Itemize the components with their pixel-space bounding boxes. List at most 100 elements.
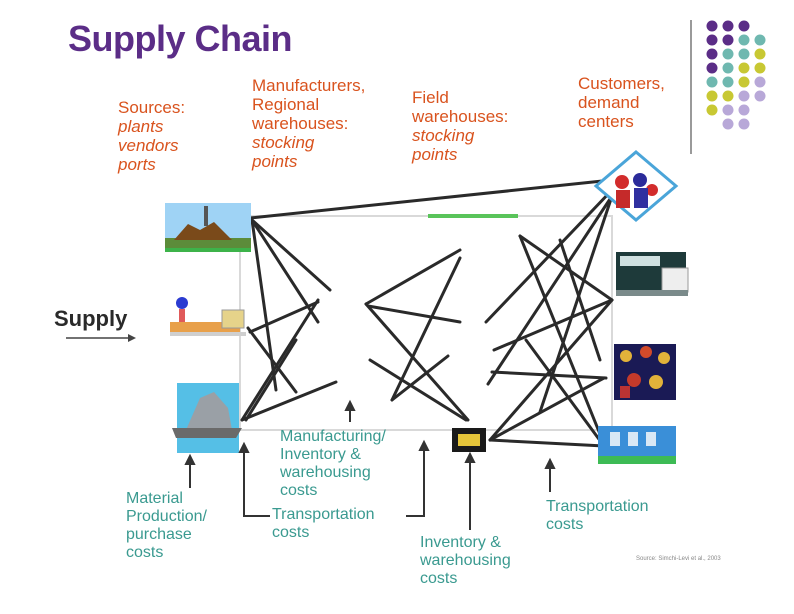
stage-sources-line2: plants xyxy=(118,117,164,136)
slide-title: Supply Chain xyxy=(68,18,293,59)
decorative-dot xyxy=(722,118,734,130)
decorative-dot xyxy=(738,118,750,130)
link-10 xyxy=(364,302,470,422)
link-factory-customers xyxy=(248,178,614,220)
link-11 xyxy=(366,304,462,324)
link-16 xyxy=(486,194,614,386)
decorative-dot xyxy=(754,48,766,60)
decorative-dot xyxy=(722,76,734,88)
link-25 xyxy=(538,194,614,414)
stage-label-customers: Customers, demand centers xyxy=(578,74,665,131)
decorative-dot xyxy=(754,62,766,74)
arrow-transport-left xyxy=(243,450,270,517)
link-4 xyxy=(248,300,320,334)
divider-line xyxy=(690,20,692,154)
stage-field-line3: stocking xyxy=(412,126,475,145)
decorative-dot xyxy=(754,34,766,46)
cost-transport-right-line2: costs xyxy=(546,516,584,533)
stage-sources-line3: vendors xyxy=(118,136,179,155)
train-icon xyxy=(616,252,689,296)
stage-manufacturers-line1: Manufacturers, xyxy=(252,76,366,95)
decorative-dot xyxy=(706,104,718,116)
store-icon xyxy=(598,426,676,464)
cost-manufacturing-line2: Inventory & xyxy=(280,446,361,463)
decorative-dot xyxy=(738,48,750,60)
decorative-dot xyxy=(754,90,766,102)
link-13 xyxy=(390,354,450,402)
decorative-dot xyxy=(738,20,750,32)
stage-manufacturers-line2: Regional xyxy=(252,95,320,114)
link-9 xyxy=(364,248,462,306)
cost-material-line4: costs xyxy=(126,544,164,561)
cost-inventory-line3: costs xyxy=(420,570,458,587)
decorative-dot-grid xyxy=(706,20,766,130)
cost-label-manufacturing: Manufacturing/ Inventory & warehousing c… xyxy=(280,428,386,500)
link-14 xyxy=(368,358,468,422)
decorative-dot xyxy=(738,90,750,102)
link-5 xyxy=(246,326,298,394)
decorative-dot xyxy=(706,62,718,74)
decorative-dot xyxy=(722,62,734,74)
decorative-dot xyxy=(722,90,734,102)
stage-field-line4: points xyxy=(412,145,458,164)
stage-customers-line2: demand xyxy=(578,93,640,112)
arrow-transport-mid xyxy=(406,448,425,517)
decorative-dot xyxy=(754,76,766,88)
link-6 xyxy=(240,298,320,422)
stage-field-line2: warehouses: xyxy=(412,107,509,126)
link-3 xyxy=(250,218,320,324)
cost-material-line3: purchase xyxy=(126,526,192,543)
link-8 xyxy=(244,338,298,422)
warehouse-icon xyxy=(452,428,486,452)
cost-label-transport-right: Transportation costs xyxy=(546,498,649,534)
decorative-dot xyxy=(706,48,718,60)
stage-manufacturers-line5: points xyxy=(252,152,298,171)
cost-manufacturing-line3: warehousing xyxy=(280,464,371,481)
cost-label-inventory: Inventory & warehousing costs xyxy=(420,534,511,588)
link-20 xyxy=(490,370,608,380)
decorative-dot xyxy=(738,62,750,74)
decorative-dot xyxy=(738,104,750,116)
link-23 xyxy=(488,438,606,448)
cost-label-material: Material Production/ purchase costs xyxy=(126,490,207,562)
link-26 xyxy=(558,238,602,362)
decorative-dot xyxy=(738,76,750,88)
link-18 xyxy=(518,234,606,446)
link-1 xyxy=(250,218,332,292)
supply-label: Supply xyxy=(54,306,128,331)
decorative-dot xyxy=(722,104,734,116)
cost-transport-right-line1: Transportation xyxy=(546,498,649,515)
stage-label-sources: Sources: plants vendors ports xyxy=(118,98,185,174)
stage-sources-line1: Sources: xyxy=(118,98,186,117)
link-19 xyxy=(492,298,614,352)
link-17 xyxy=(518,234,614,302)
factory-icon xyxy=(165,203,251,252)
stage-label-field-warehouses: Field warehouses: stocking points xyxy=(412,88,508,164)
stage-manufacturers-line3: warehouses: xyxy=(252,114,349,133)
customers-icon xyxy=(593,150,679,222)
cost-label-transport-left: Transportation costs xyxy=(272,506,375,542)
stage-customers-line1: Customers, xyxy=(578,74,665,93)
cost-inventory-line2: warehousing xyxy=(420,552,511,569)
stage-sources-line4: ports xyxy=(118,155,156,174)
source-note: Source: Simchi-Levi et al., 2003 xyxy=(636,556,721,562)
link-2 xyxy=(250,218,278,392)
stage-label-manufacturers: Manufacturers, Regional warehouses: stoc… xyxy=(252,76,365,171)
stage-field-line1: Field xyxy=(412,88,449,107)
people-icon xyxy=(614,344,676,400)
stage-manufacturers-line4: stocking xyxy=(252,133,315,152)
cost-material-line2: Production/ xyxy=(126,508,207,525)
decorative-dot xyxy=(706,34,718,46)
cost-material-line1: Material xyxy=(126,490,183,507)
cost-transport-left-line2: costs xyxy=(272,524,310,541)
link-22 xyxy=(488,298,614,442)
truck-icon xyxy=(172,383,242,453)
link-12 xyxy=(390,256,462,402)
decorative-dot xyxy=(722,20,734,32)
decorative-dot xyxy=(706,90,718,102)
link-24 xyxy=(524,338,606,448)
decorative-dot xyxy=(738,34,750,46)
link-7 xyxy=(240,380,338,422)
decorative-dot xyxy=(706,76,718,88)
